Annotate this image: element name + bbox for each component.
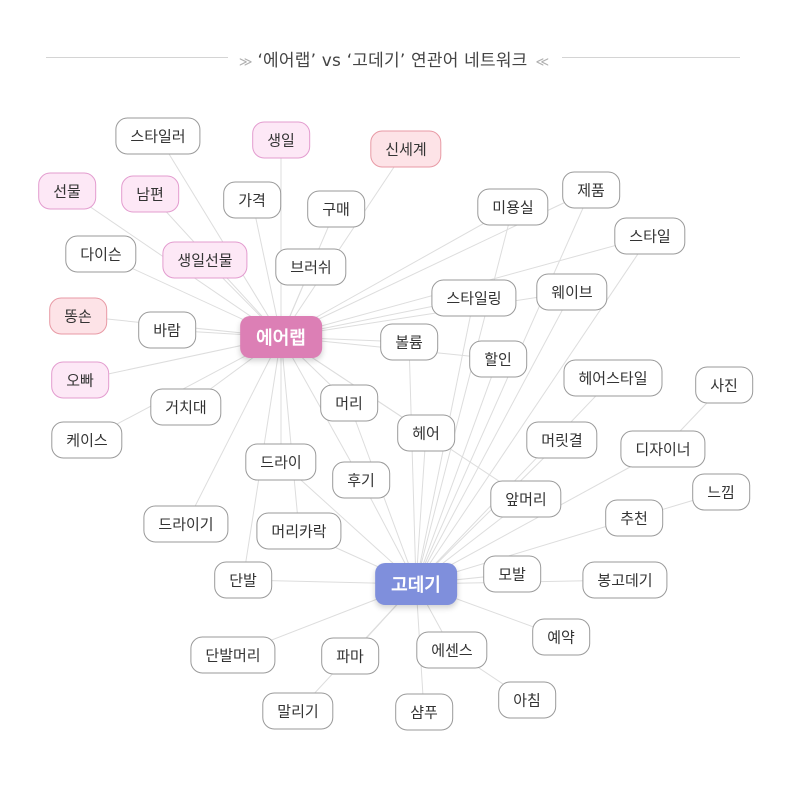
keyword-node-shorthair: 단발머리 (190, 636, 276, 674)
keyword-node-birthday: 생일 (252, 121, 310, 159)
edge-airwrap-dryer (185, 336, 282, 525)
keyword-node-drying: 말리기 (262, 692, 334, 730)
edge-godegi-volume (408, 341, 417, 585)
keyword-node-essence: 에센스 (416, 631, 488, 669)
edge-airwrap-salon (280, 206, 514, 338)
double-chevron-right-icon: ≫ (238, 55, 253, 70)
keyword-node-discount: 할인 (469, 340, 527, 378)
keyword-node-styler: 스타일러 (115, 117, 201, 155)
keyword-node-gift: 선물 (38, 172, 96, 210)
title-label: ‘에어랩’ vs ‘고데기’ 연관어 네트워크 (257, 51, 528, 71)
edge-godegi-style (415, 235, 651, 585)
keyword-node-hair: 머리 (320, 384, 378, 422)
keyword-node-wave: 웨이브 (536, 273, 608, 311)
keyword-node-designer: 디자이너 (620, 430, 706, 468)
keyword-node-product: 제품 (562, 171, 620, 209)
keyword-node-oppa: 오빠 (51, 361, 109, 399)
keyword-node-hairline: 모발 (483, 555, 541, 593)
edge-godegi-product (415, 189, 592, 585)
edge-airwrap-hairstrand (280, 336, 300, 532)
keyword-node-hairstrand: 머리카락 (256, 512, 342, 550)
keyword-node-price: 가격 (223, 181, 281, 219)
keyword-node-perm: 파마 (321, 637, 379, 675)
title-rule-right (562, 57, 740, 58)
double-chevron-left-icon: ≪ (535, 55, 550, 70)
keyword-node-purchase: 구매 (307, 190, 365, 228)
edge-godegi-discount (415, 358, 499, 585)
keyword-node-photo: 사진 (695, 366, 753, 404)
edge-airwrap-price (251, 199, 282, 338)
keyword-node-recommend: 추천 (605, 499, 663, 537)
keyword-node-holder: 거치대 (150, 388, 222, 426)
chart-title: ≫ ‘에어랩’ vs ‘고데기’ 연관어 네트워크 ≪ (0, 46, 785, 71)
keyword-node-hairnode: 헤어 (397, 414, 455, 452)
hub-node-airwrap: 에어랩 (240, 316, 322, 358)
keyword-node-hairstyle: 헤어스타일 (563, 359, 663, 397)
keyword-node-brush: 브러쉬 (275, 248, 347, 286)
keyword-node-shampoo: 샴푸 (395, 693, 453, 731)
keyword-node-style: 스타일 (614, 217, 686, 255)
keyword-node-daiso: 다이슨 (65, 235, 137, 273)
keyword-node-ddongson: 똥손 (49, 297, 107, 335)
keyword-node-reservation: 예약 (532, 618, 590, 656)
keyword-node-hairtexture: 머릿결 (526, 421, 598, 459)
keyword-node-feel: 느낌 (692, 473, 750, 511)
edge-airwrap-shinsegae (280, 148, 407, 338)
edge-airwrap-wave (280, 291, 573, 338)
title-rule-left (46, 57, 228, 58)
keyword-node-review: 후기 (332, 461, 390, 499)
keyword-node-bdaygift: 생일선물 (162, 241, 248, 279)
keyword-node-bangs: 앞머리 (490, 480, 562, 518)
edge-godegi-salon (415, 206, 514, 585)
title-row: ≫ ‘에어랩’ vs ‘고데기’ 연관어 네트워크 ≪ (0, 44, 785, 72)
edge-godegi-hairnode (415, 432, 427, 585)
edge-godegi-hairtexture (415, 439, 563, 585)
keyword-node-dryer: 드라이기 (143, 505, 229, 543)
keyword-node-short: 단발 (214, 561, 272, 599)
keyword-node-styling: 스타일링 (431, 279, 517, 317)
hub-node-godegi: 고데기 (375, 563, 457, 605)
keyword-node-shinsegae: 신세계 (370, 130, 442, 168)
keyword-node-morning: 아침 (498, 681, 556, 719)
keyword-node-wind: 바람 (138, 311, 196, 349)
keyword-node-case: 케이스 (51, 421, 123, 459)
keyword-node-husband: 남편 (121, 175, 179, 213)
edge-airwrap-styler (157, 135, 282, 338)
keyword-node-dry: 드라이 (245, 443, 317, 481)
keyword-node-bonggodegi: 봉고데기 (582, 561, 668, 599)
keyword-node-volume: 볼륨 (380, 323, 438, 361)
edge-godegi-wave (415, 291, 573, 585)
keyword-node-salon: 미용실 (477, 188, 549, 226)
